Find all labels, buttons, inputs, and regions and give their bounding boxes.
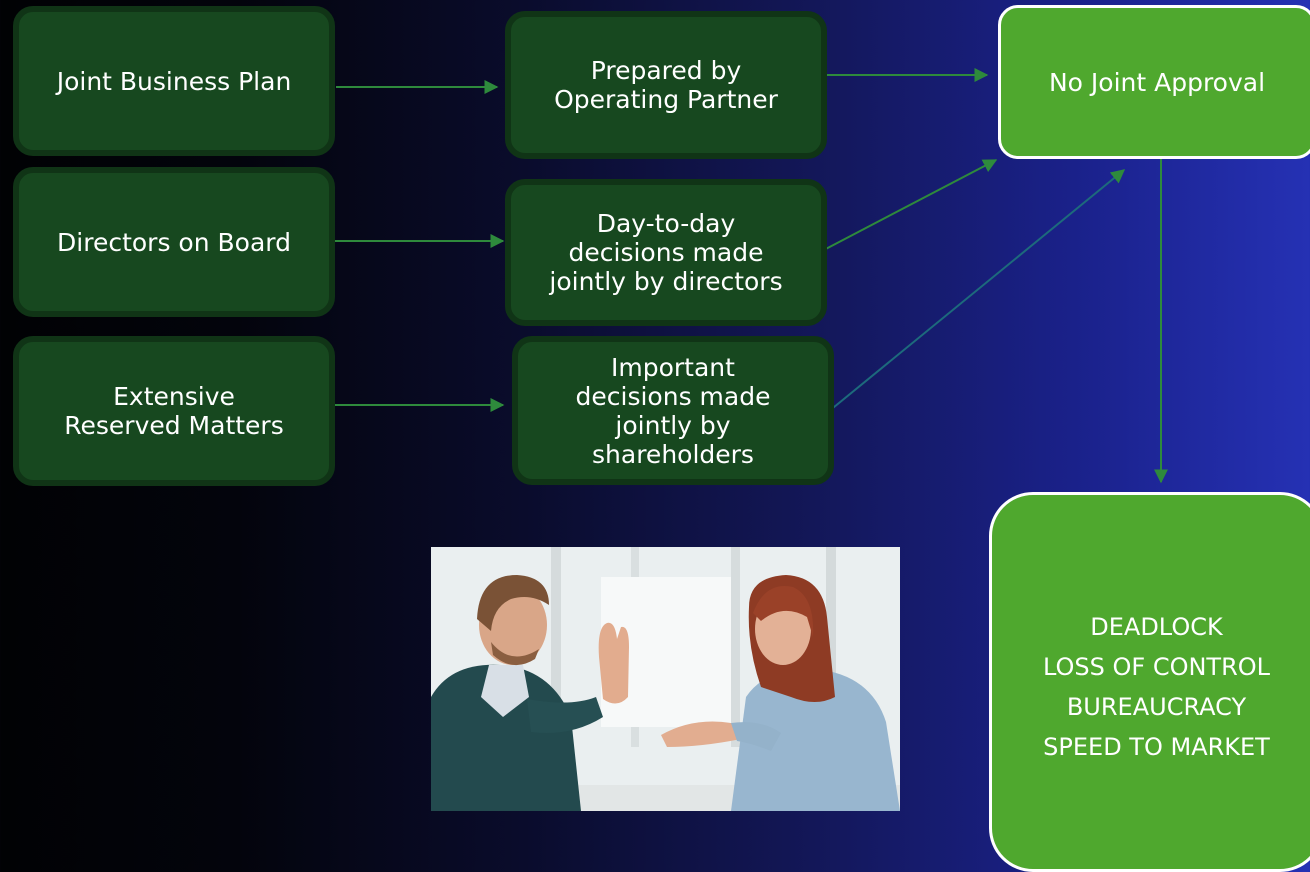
disagreement-photo [431,547,900,811]
mechanism-label: Prepared by Operating Partner [554,56,778,114]
outcomes-box: DEADLOCK LOSS OF CONTROL BUREAUCRACY SPE… [989,492,1310,872]
outcome-loss-of-control: LOSS OF CONTROL [1042,653,1271,681]
mechanism-box-prepared-by-operating-partner: Prepared by Operating Partner [505,11,827,159]
outcome-bureaucracy: BUREAUCRACY [1066,693,1247,721]
source-box-joint-business-plan: Joint Business Plan [13,6,335,156]
source-box-directors-on-board: Directors on Board [13,167,335,317]
arrow-important-decisions-to-no-joint-approval [827,169,1126,413]
source-box-extensive-reserved-matters: Extensive Reserved Matters [13,336,335,486]
source-label: Directors on Board [57,227,291,257]
result-box-no-joint-approval: No Joint Approval [998,5,1310,159]
outcome-speed-to-market: SPEED TO MARKET [1043,733,1270,761]
mechanism-label: Day-to-day decisions made jointly by dir… [549,209,783,296]
arguing-couple-illustration [431,547,900,811]
mechanism-box-important-decisions: Important decisions made jointly by shar… [512,336,834,485]
mechanism-label: Important decisions made jointly by shar… [575,352,771,469]
arrow-day-to-day-to-no-joint-approval [819,159,998,253]
result-label: No Joint Approval [1048,67,1266,97]
mechanism-box-day-to-day-decisions: Day-to-day decisions made jointly by dir… [505,179,827,326]
source-label: Extensive Reserved Matters [64,382,284,440]
outcome-deadlock: DEADLOCK [1090,613,1223,641]
source-label: Joint Business Plan [56,66,292,96]
